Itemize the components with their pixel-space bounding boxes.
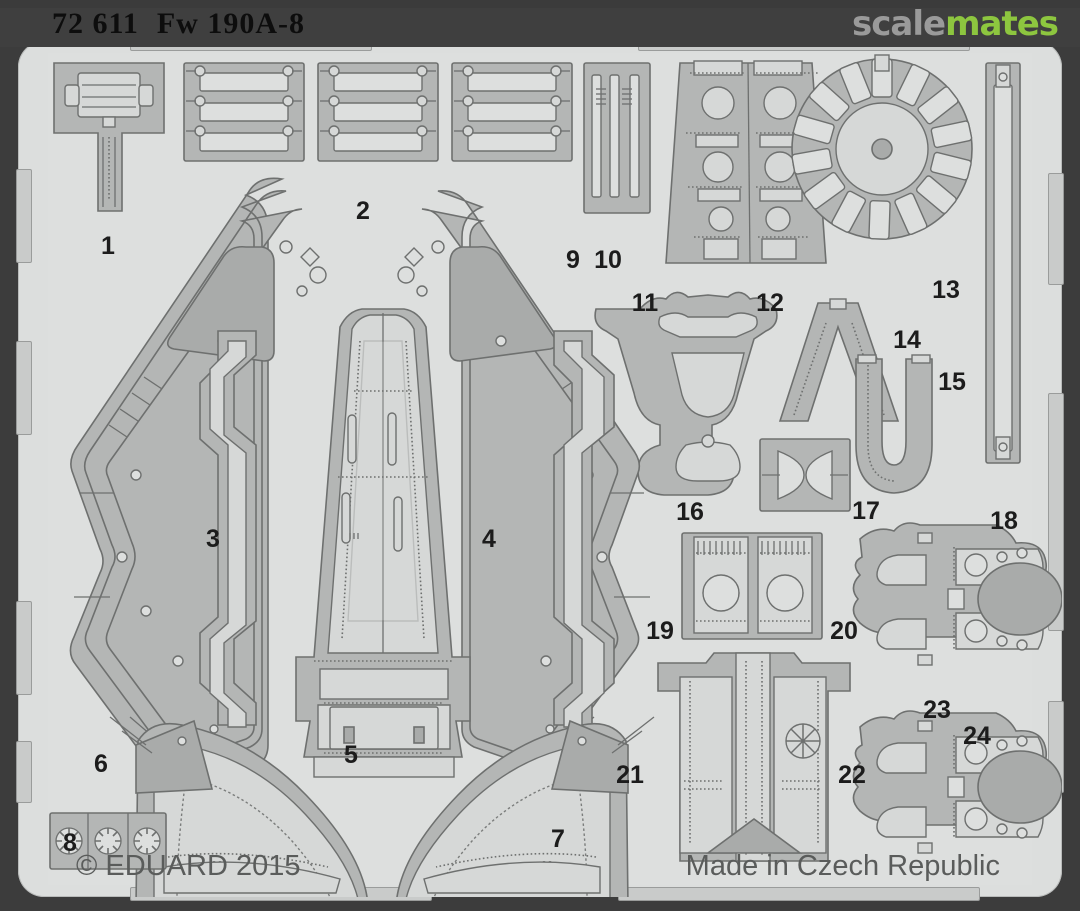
part-label-20: 20 [830,617,858,645]
fret-tab-right-2 [1048,393,1064,631]
part-label-13: 13 [932,276,960,304]
part-21-22-undercarriage-doors [657,652,851,862]
logo-text-mates: mates [945,4,1059,44]
part-label-11: 11 [632,289,659,317]
logo-text-scale: scale [852,4,946,44]
scalemates-logo: scalemates [852,4,1059,44]
part-label-14: 14 [893,326,921,354]
fret-parts-artwork: .m { fill:#b4b6b5; stroke:#6e706f; strok… [49,54,1062,897]
part-label-7: 7 [551,825,565,853]
kit-name: Fw 190A-8 [156,7,306,40]
fret-tab-left-4 [16,741,32,803]
part-label-10: 10 [594,246,622,274]
catalog-number: 72 611 [52,7,139,40]
origin-text: Made in Czech Republic [685,850,1000,882]
part-label-4: 4 [482,525,496,553]
part-9-10-antenna-masts [583,62,651,214]
part-label-24: 24 [963,722,991,750]
part-label-5: 5 [344,741,358,769]
part-1-gunsight-bracket [53,62,165,212]
part-label-2: 2 [356,197,370,225]
part-6-left-wheel-well-liner [109,716,368,897]
part-13-cooling-fan [791,54,973,240]
part-label-16: 16 [676,498,704,526]
fret-tab-left-2 [16,341,32,435]
fret-tab-left-1 [16,169,32,263]
part-number-labels: 1 2 3 4 5 6 7 8 9 10 11 12 13 14 15 16 1… [63,197,1018,857]
part-7-right-wheel-well-liner [396,716,655,897]
part-label-17: 17 [852,497,880,525]
fret-tab-left-3 [16,601,32,695]
part-label-3: 3 [206,525,220,553]
part-label-15: 15 [938,368,966,396]
page-title: 72 611 Fw 190A-8 [52,7,305,41]
part-label-18: 18 [990,507,1018,535]
part-label-9: 9 [566,246,580,274]
part-label-6: 6 [94,750,108,778]
part-2-harness-blocks [183,62,573,162]
copyright-text: © EDUARD 2015 [76,850,301,882]
part-11-12-instrument-panels [665,60,827,264]
part-label-8: 8 [63,829,77,857]
part-3-left-cowl-panel [69,177,327,793]
part-15-u-bracket [855,354,933,494]
inner-frame-strips [199,330,615,728]
part-label-22: 22 [838,761,866,789]
part-label-19: 19 [646,617,674,645]
photoetch-fret: .m { fill:#b4b6b5; stroke:#6e706f; strok… [16,37,1064,901]
part-16-gun-trough-bracket [594,291,778,496]
part-label-12: 12 [756,289,784,317]
fret-tab-right-1 [1048,173,1064,285]
part-label-23: 23 [923,696,951,724]
part-label-21: 21 [616,761,644,789]
part-19-20-rudder-pedals [681,532,823,640]
part-23-engine-bulkhead-upper [852,522,1062,666]
part-label-1: 1 [101,232,115,260]
part-17-bowtie-plate [759,438,851,512]
part-8-triple-disc-strip [49,812,167,870]
header-inner-band [0,8,1080,47]
part-5-center-spine-panel [295,308,471,778]
part-18-long-rail [985,62,1021,464]
part-24-engine-bulkhead-lower [852,710,1062,854]
header-band: 72 611 Fw 190A-8 scalemates [0,0,1080,47]
